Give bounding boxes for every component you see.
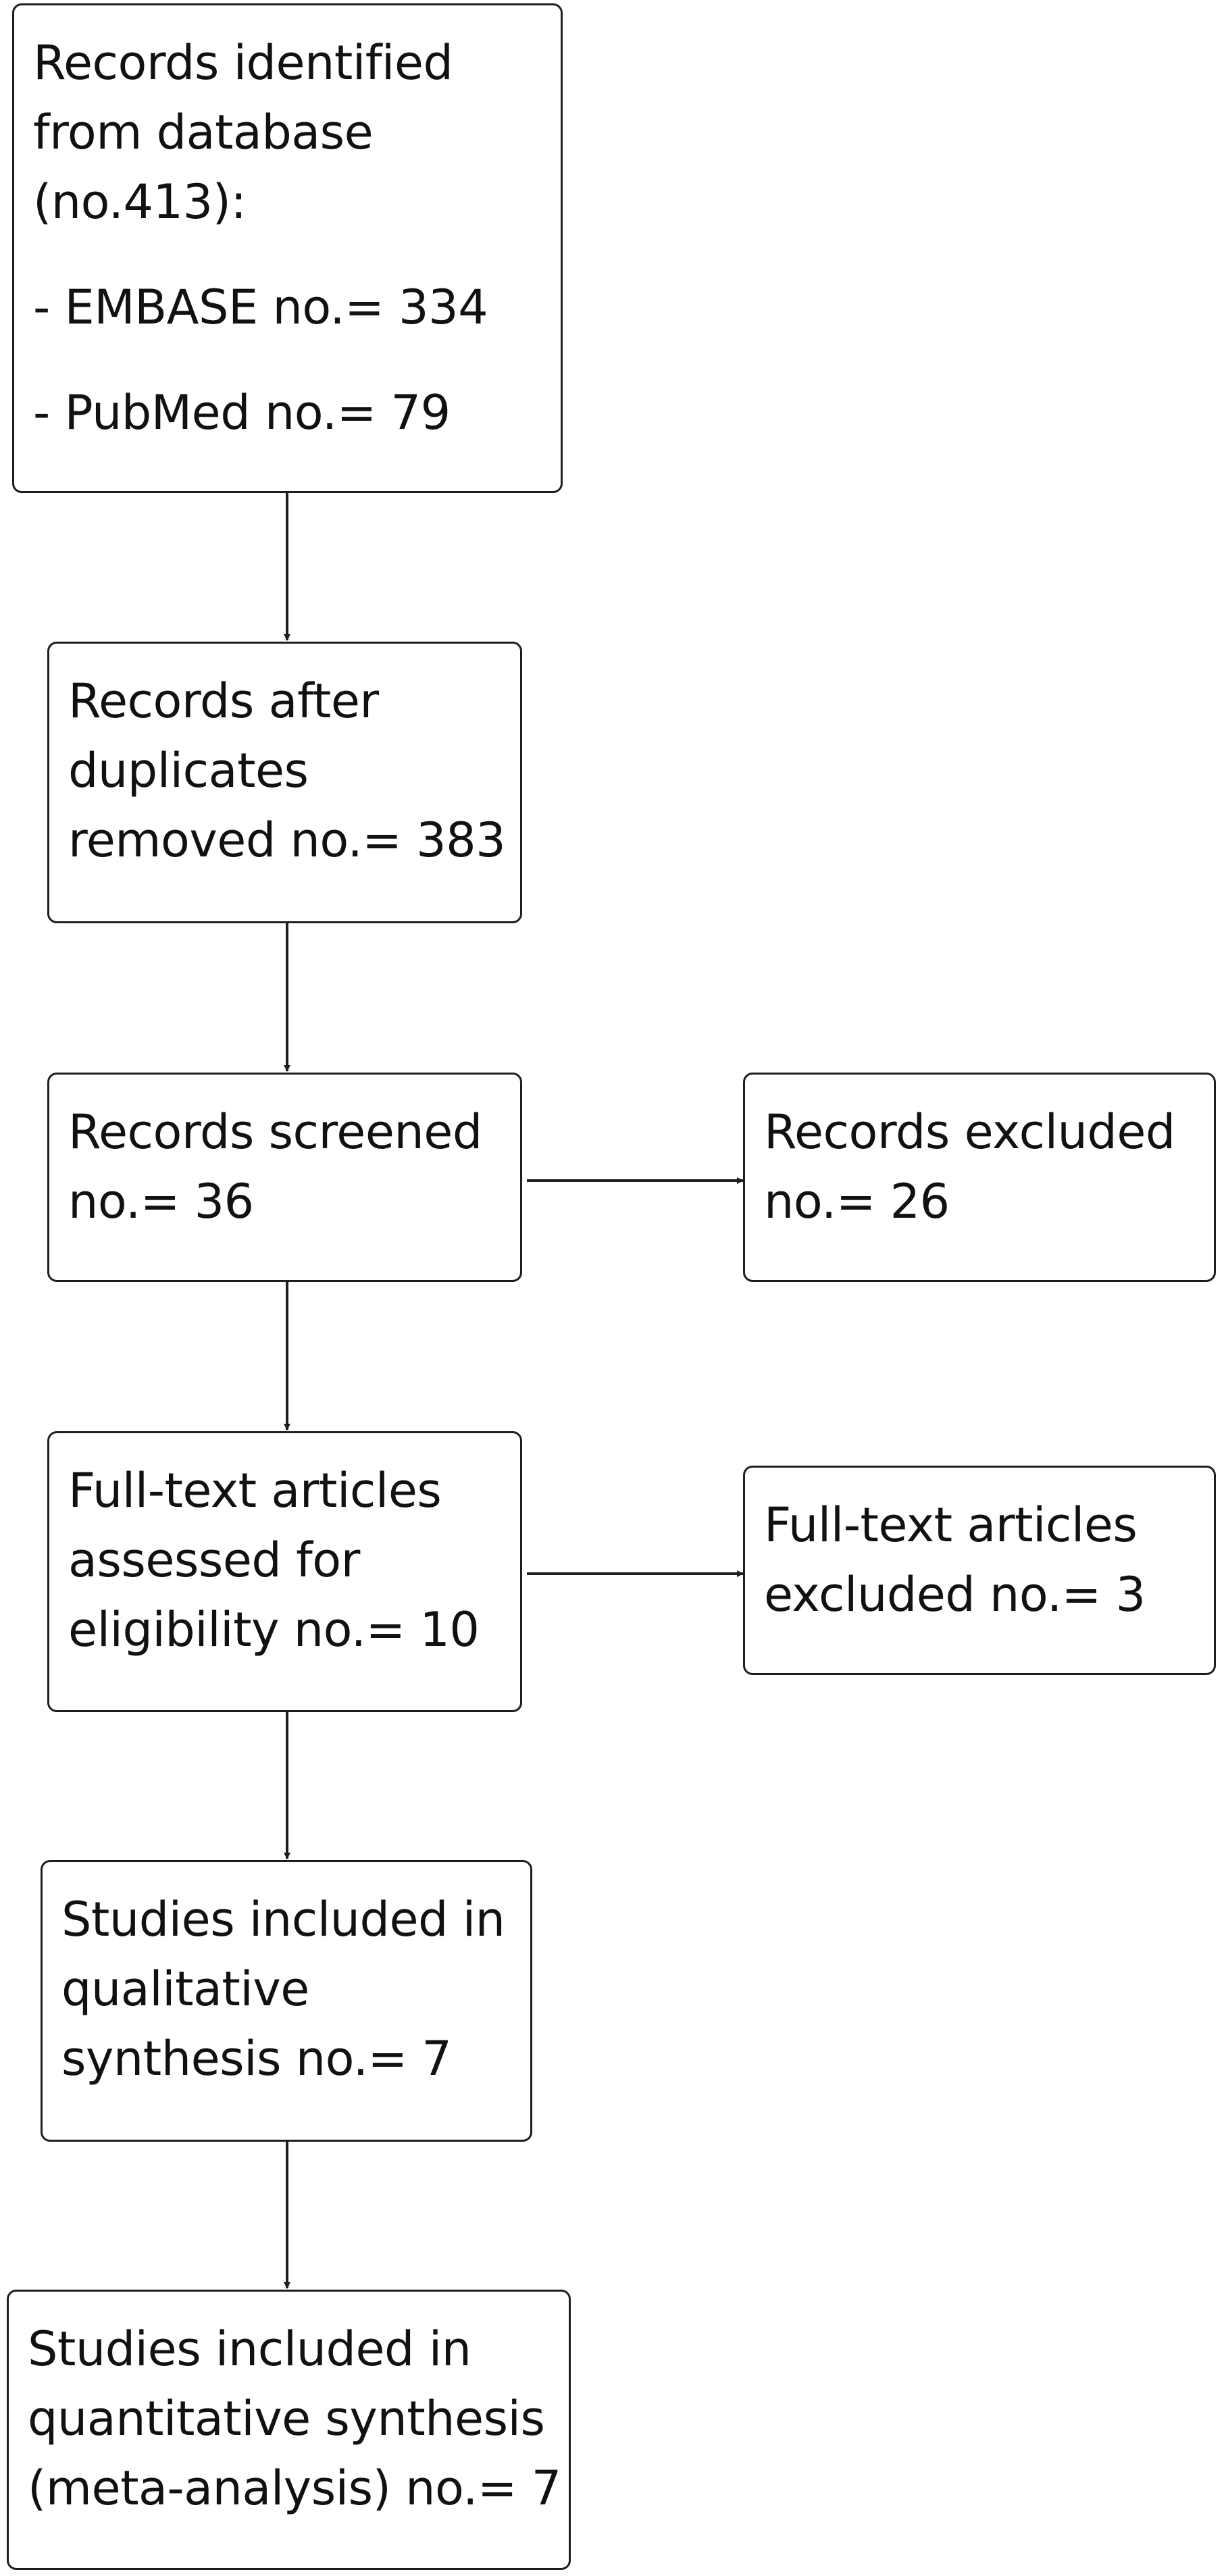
box-text-line: removed no.= 383 [68,813,506,868]
box-text-line: excluded no.= 3 [764,1567,1146,1622]
records-identified-box: Records identified from database (no.413… [12,3,563,493]
box-text-line: Records screened [68,1104,482,1160]
records-screened-box: Records screened no.= 36 [47,1073,522,1282]
box-text-line: Studies included in [61,1892,505,1947]
box-text-line: Studies included in [28,2321,471,2377]
box-text-line: Records after [68,673,379,729]
box-text-line: duplicates [68,743,309,798]
box-text-line: synthesis no.= 7 [61,2031,452,2086]
box-text-line: (no.413): [33,174,247,230]
box-text-line: from database [33,105,374,160]
box-text-line: eligibility no.= 10 [68,1602,480,1657]
box-text-line: Full-text articles [68,1463,442,1518]
duplicates-removed-box: Records after duplicates removed no.= 38… [47,642,522,923]
box-text-line: no.= 36 [68,1174,254,1229]
pubmed-count: - PubMed no.= 79 [33,385,451,440]
fulltext-excluded-box: Full-text articles excluded no.= 3 [743,1466,1216,1675]
box-text-line: quantitative synthesis [28,2391,545,2446]
box-text-line: Records identified [33,35,453,91]
box-text-line: Full-text articles [764,1497,1138,1553]
quantitative-synthesis-box: Studies included in quantitative synthes… [7,2290,571,2570]
embase-count: - EMBASE no.= 334 [33,280,488,335]
qualitative-synthesis-box: Studies included in qualitative synthesi… [41,1860,532,2142]
box-text-line: no.= 26 [764,1174,950,1229]
records-excluded-box: Records excluded no.= 26 [743,1073,1216,1282]
box-text-line: Records excluded [764,1104,1175,1160]
eligibility-box: Full-text articles assessed for eligibil… [47,1431,522,1712]
box-text-line: qualitative [61,1961,309,2017]
box-text-line: assessed for [68,1532,360,1588]
box-text-line: (meta-analysis) no.= 7 [28,2461,561,2516]
